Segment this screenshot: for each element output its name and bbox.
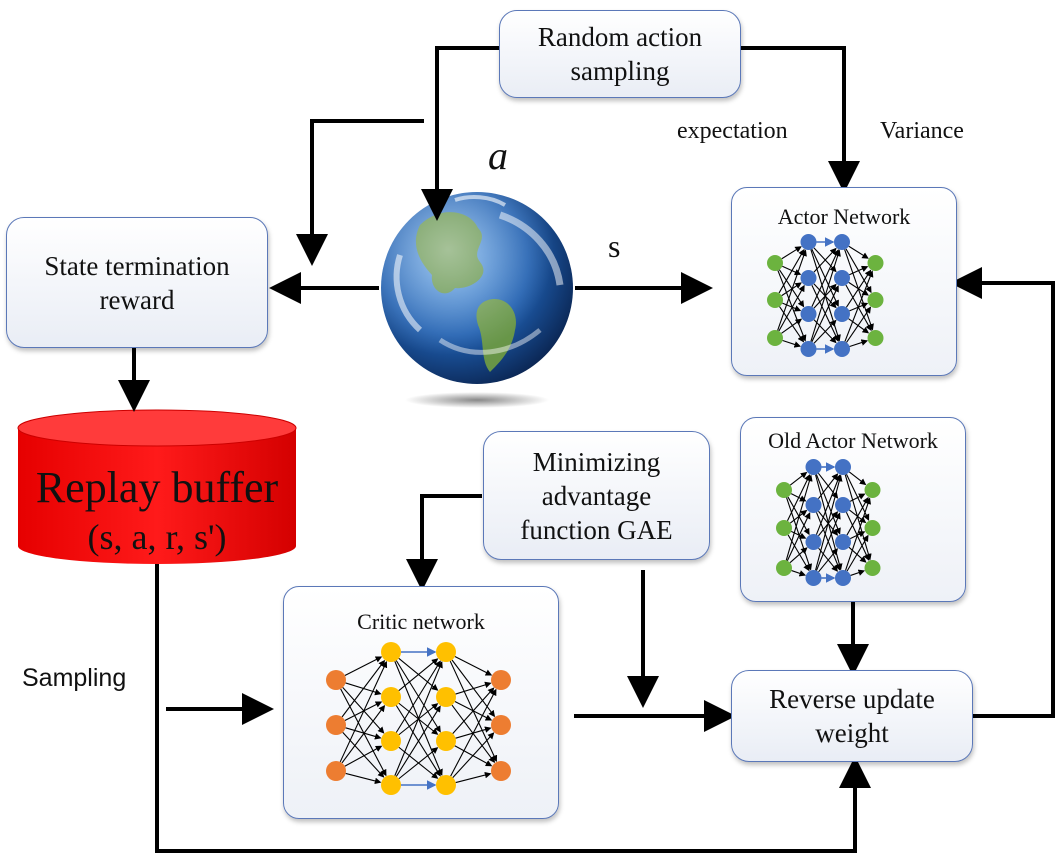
arrow-gae-to-critic (406, 494, 482, 591)
action-label: a (488, 133, 508, 178)
expectation-label: expectation (677, 118, 788, 144)
replay-buffer-title: Replay buffer (35, 463, 279, 512)
arrow-feedback-to-state (296, 119, 424, 266)
arrow-buffer-to-reverse (155, 564, 871, 853)
random-action-sampling-label: Random action sampling (537, 22, 703, 86)
earth-globe-icon (381, 192, 573, 408)
arrow-random-to-earth (421, 46, 499, 221)
state-termination-reward-label: State termination reward (44, 250, 230, 315)
arrow-reverse-to-actor (950, 267, 1055, 718)
reverse-update-weight-label: Reverse update weight (769, 684, 935, 748)
random-action-sampling-box: Random action sampling (499, 10, 741, 98)
actor-network-title: Actor Network (777, 204, 911, 229)
minimizing-gae-box: Minimizing advantage function GAE (483, 431, 710, 560)
minimizing-gae-label: Minimizing advantage function GAE (520, 446, 673, 545)
replay-buffer-cylinder (17, 409, 297, 564)
replay-buffer-tuple: (s, a, r, s') (87, 517, 227, 557)
actor-network-box: Actor Network (731, 187, 957, 376)
old-actor-network-title: Old Actor Network (768, 428, 938, 453)
state-termination-reward-box: State termination reward (6, 217, 268, 348)
critic-network-box: Critic network (283, 586, 559, 819)
arrow-random-to-actor (740, 46, 860, 193)
variance-label: Variance (880, 118, 964, 144)
old-actor-network-box: Old Actor Network (740, 417, 966, 602)
sampling-label: Sampling (22, 664, 127, 692)
critic-network-title: Critic network (357, 609, 485, 634)
reverse-update-weight-box: Reverse update weight (731, 670, 973, 762)
state-label: s (608, 228, 621, 264)
